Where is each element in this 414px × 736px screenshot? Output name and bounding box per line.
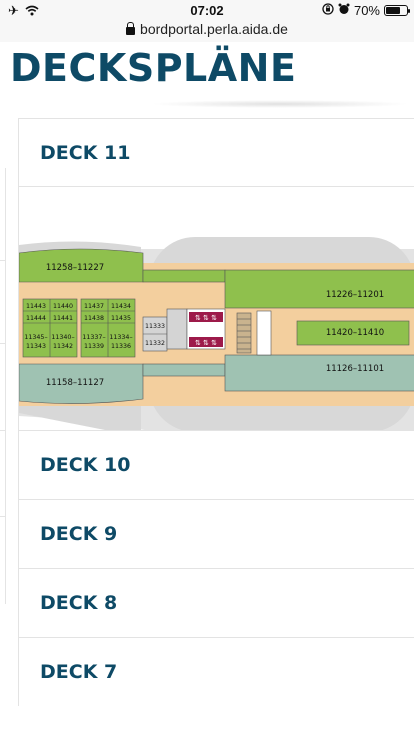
cabin-label: 11337– — [82, 334, 105, 341]
deck-item-8: DECK 8 — [18, 568, 414, 637]
label-top-left: 11258–11227 — [46, 263, 104, 273]
alarm-icon — [338, 3, 350, 18]
cabin-label: 11440 — [53, 303, 73, 310]
label-mid-right: 11420–11410 — [326, 328, 384, 338]
cabin-label: 11334– — [109, 334, 132, 341]
battery-icon — [384, 5, 410, 16]
deck-plan-map: ⇅ ⇅ ⇅ ⇅ ⇅ ⇅ 11258–11227 11158–11127 1122… — [19, 237, 414, 430]
battery-percent: 70% — [353, 3, 380, 18]
cabin-label: 11443 — [26, 303, 46, 310]
deck-item-11: DECK 11 — [18, 118, 414, 430]
rail-divider — [0, 343, 6, 344]
deck-header-10[interactable]: DECK 10 — [40, 454, 131, 476]
page-title: DECKSPLÄNE — [10, 46, 297, 90]
cabin-block-bottom-right — [224, 354, 414, 392]
cabin-block-top-left — [19, 248, 144, 283]
url-text: bordportal.perla.aida.de — [140, 21, 288, 37]
service-room — [166, 308, 188, 350]
rail-divider — [0, 516, 6, 517]
left-rail — [0, 168, 6, 604]
status-right: 70% — [322, 3, 410, 18]
address-bar[interactable]: bordportal.perla.aida.de — [0, 22, 414, 42]
cabin-label: 11333 — [145, 323, 165, 330]
deck-header-8[interactable]: DECK 8 — [40, 592, 118, 614]
label-bottom-left: 11158–11127 — [46, 378, 104, 388]
cabin-strip-bottom — [142, 363, 226, 377]
elevator-arrows: ⇅ ⇅ ⇅ — [195, 339, 217, 347]
elevator-icon — [189, 312, 223, 322]
cabin-label: 11345– — [24, 334, 47, 341]
deck-item-7: DECK 7 — [18, 637, 414, 706]
cabin-label: 11444 — [26, 315, 46, 322]
service-room-2 — [256, 310, 272, 356]
cabin-label: 11343 — [26, 343, 46, 350]
cabin-block-mid-right — [296, 320, 410, 346]
cabin-label: 11339 — [84, 343, 104, 350]
deck-header-9[interactable]: DECK 9 — [40, 523, 118, 545]
cabin-label: 11336 — [111, 343, 131, 350]
rail-divider — [0, 430, 6, 431]
label-top-right: 11226–11201 — [326, 290, 384, 300]
battery-fill — [386, 7, 400, 14]
cabin-strip-top — [142, 269, 226, 283]
deck-item-9: DECK 9 — [18, 499, 414, 568]
cabin-label: 11434 — [111, 303, 131, 310]
cabin-label: 11342 — [53, 343, 73, 350]
deck-header-7[interactable]: DECK 7 — [40, 661, 118, 683]
elevator-arrows: ⇅ ⇅ ⇅ — [195, 314, 217, 322]
orientation-lock-icon — [322, 3, 334, 18]
deck-plan-11: ⇅ ⇅ ⇅ ⇅ ⇅ ⇅ 11258–11227 11158–11127 1122… — [19, 187, 414, 430]
deck-header-11[interactable]: DECK 11 — [19, 119, 414, 187]
cabin-block-bottom-left — [19, 363, 144, 404]
deck-accordion: DECK 11 — [18, 118, 414, 706]
cabin-label: 11438 — [84, 315, 104, 322]
title-shadow — [150, 100, 410, 108]
cabin-label: 11435 — [111, 315, 131, 322]
lock-icon — [126, 22, 136, 35]
cabin-label: 11441 — [53, 315, 73, 322]
wifi-icon — [25, 4, 39, 19]
elevator-icon — [189, 337, 223, 347]
label-bottom-right: 11126–11101 — [326, 364, 384, 374]
deck-item-10: DECK 10 — [18, 430, 414, 499]
status-left: ✈ — [8, 3, 39, 19]
rail-divider — [0, 260, 6, 261]
cabin-label: 11340– — [51, 334, 74, 341]
status-bar: ✈ 07:02 70% — [0, 0, 414, 22]
cabin-label: 11437 — [84, 303, 104, 310]
cabin-label: 11332 — [145, 340, 165, 347]
cabin-block-top-right — [224, 269, 414, 309]
airplane-icon: ✈ — [8, 3, 19, 18]
status-time: 07:02 — [190, 3, 224, 18]
